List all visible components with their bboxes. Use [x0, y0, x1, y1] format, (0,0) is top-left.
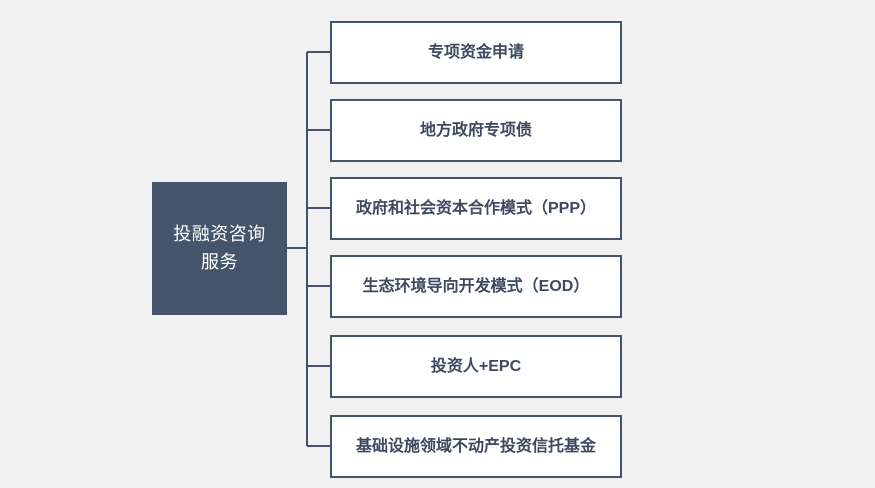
branch-node-3[interactable]: 政府和社会资本合作模式（PPP） [330, 177, 622, 240]
branch-node-label: 基础设施领域不动产投资信托基金 [355, 437, 596, 455]
branch-node-label: 政府和社会资本合作模式（PPP） [355, 199, 597, 217]
branch-node-1[interactable]: 专项资金申请 [330, 21, 622, 84]
branch-node-6[interactable]: 基础设施领域不动产投资信托基金 [330, 415, 622, 478]
branch-node-label: 投资人+EPC [430, 357, 522, 375]
branch-node-5[interactable]: 投资人+EPC [330, 335, 622, 398]
branch-node-2[interactable]: 地方政府专项债 [330, 99, 622, 162]
root-node-label: 投融资咨询 服务 [173, 223, 266, 272]
root-node[interactable]: 投融资咨询 服务 [152, 182, 287, 315]
branch-node-4[interactable]: 生态环境导向开发模式（EOD） [330, 255, 622, 318]
branch-node-label: 生态环境导向开发模式（EOD） [362, 277, 590, 295]
branch-node-label: 专项资金申请 [427, 43, 524, 61]
branch-node-label: 地方政府专项债 [419, 121, 532, 139]
